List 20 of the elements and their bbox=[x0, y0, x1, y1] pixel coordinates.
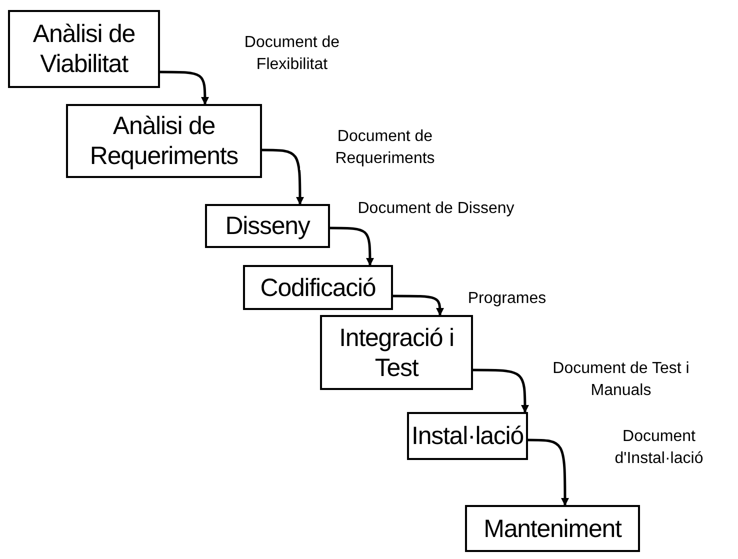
box-text: Integració i Test bbox=[338, 322, 455, 382]
process-box bbox=[8, 10, 160, 88]
box-text: Anàlisi de Viabilitat bbox=[32, 19, 136, 79]
curved-arrow bbox=[160, 70, 209, 105]
process-box bbox=[465, 505, 640, 552]
box-text: Anàlisi de Requeriments bbox=[88, 111, 240, 171]
box-text: Disseny bbox=[225, 211, 310, 241]
curved-arrow bbox=[330, 226, 374, 266]
process-box bbox=[320, 315, 473, 390]
box-text: Instal·lació bbox=[412, 421, 524, 451]
curved-arrow bbox=[393, 294, 444, 316]
process-box bbox=[66, 104, 262, 178]
curved-arrow bbox=[473, 368, 529, 413]
curved-arrow bbox=[262, 148, 304, 205]
process-box bbox=[243, 265, 393, 310]
curved-arrow bbox=[528, 438, 569, 506]
process-box bbox=[407, 412, 528, 460]
process-box bbox=[205, 204, 330, 248]
box-text: Codificació bbox=[260, 272, 376, 302]
box-text: Manteniment bbox=[484, 514, 622, 544]
